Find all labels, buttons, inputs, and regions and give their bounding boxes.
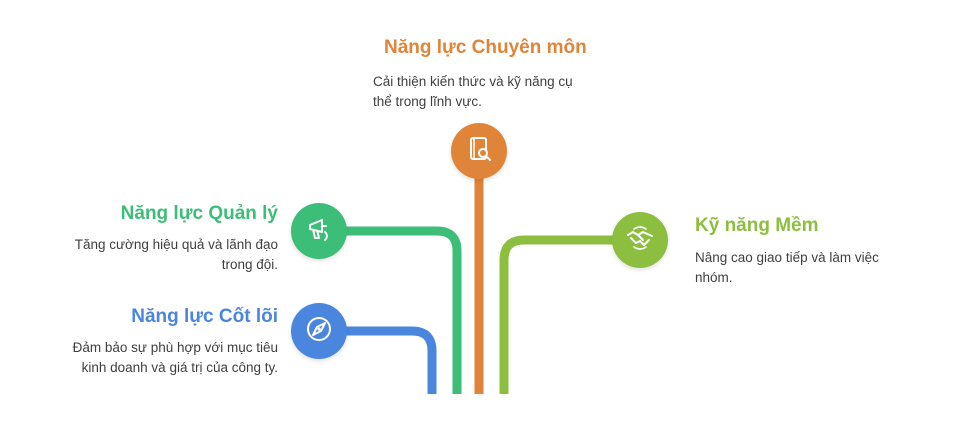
title-ky-nang-mem: Kỹ năng Mềm xyxy=(695,215,819,236)
compass-icon xyxy=(302,312,336,351)
node-cot-loi xyxy=(291,303,347,359)
desc-chuyen-mon: Cải thiện kiến thức và kỹ năng cụ thể tr… xyxy=(373,72,573,111)
desc-cot-loi-line1: Đảm bảo sự phù hợp với mục tiêu xyxy=(72,340,278,355)
connector-cot-loi xyxy=(340,326,437,394)
title-chuyen-mon: Năng lực Chuyên môn xyxy=(384,37,587,58)
node-ky-nang-mem xyxy=(612,212,668,268)
title-cot-loi: Năng lực Cốt lõi xyxy=(131,306,278,327)
title-quan-ly: Năng lực Quản lý xyxy=(120,203,278,224)
desc-quan-ly-line1: Tăng cường hiệu quả và lãnh đạo xyxy=(74,237,278,252)
desc-ky-nang-mem-line1: Nâng cao giao tiếp và làm việc xyxy=(695,250,879,265)
book-search-icon xyxy=(462,132,496,171)
desc-cot-loi-line2: kinh doanh và giá trị của công ty. xyxy=(81,359,278,375)
desc-ky-nang-mem-line2: nhóm. xyxy=(695,269,733,285)
connector-quan-ly xyxy=(340,226,462,394)
megaphone-icon xyxy=(302,212,336,251)
handshake-icon xyxy=(623,221,657,260)
desc-chuyen-mon-line2: thể trong lĩnh vực. xyxy=(373,93,482,109)
desc-quan-ly-line2: trong đội. xyxy=(221,256,278,272)
desc-quan-ly: Tăng cường hiệu quả và lãnh đạo trong độ… xyxy=(38,235,278,274)
node-quan-ly xyxy=(291,203,347,259)
desc-ky-nang-mem: Nâng cao giao tiếp và làm việc nhóm. xyxy=(695,248,879,287)
desc-chuyen-mon-line1: Cải thiện kiến thức và kỹ năng cụ xyxy=(373,74,573,89)
connector-ky-nang-mem xyxy=(499,235,613,394)
node-chuyen-mon xyxy=(451,123,507,179)
desc-cot-loi: Đảm bảo sự phù hợp với mục tiêu kinh doa… xyxy=(18,338,278,377)
